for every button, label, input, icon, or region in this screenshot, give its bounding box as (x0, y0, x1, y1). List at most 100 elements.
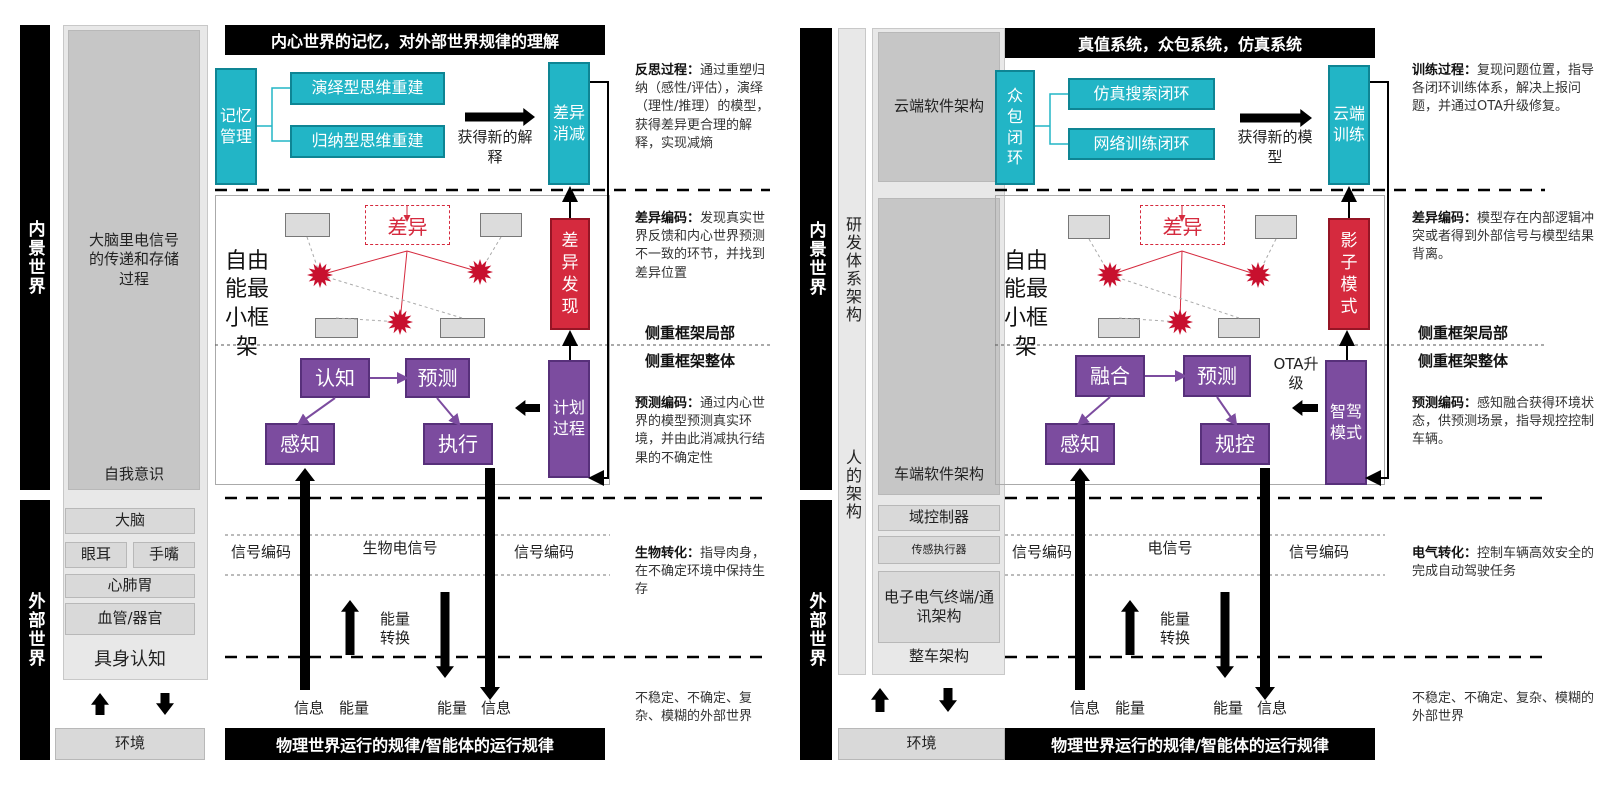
inductive-rebuild-box-text: 归纳型思维重建 (311, 131, 424, 151)
bottom-title: 物理世界运行的规律/智能体的运行规律 (1005, 728, 1375, 760)
info-down-arrow (1255, 468, 1275, 700)
domain-controller-box: 域控制器 (878, 505, 1000, 531)
planning-box-text: 计划过程 (553, 398, 586, 438)
cloud-training-box: 云端训练 (1328, 65, 1370, 185)
human-architecture-label-text: 人的架构 (843, 449, 862, 521)
vehicle-software-box-text: 车端软件架构 (893, 464, 984, 483)
fusion-box-text: 融合 (1090, 364, 1130, 388)
difference-reduction-box-text: 差异消减 (553, 102, 586, 143)
state-box (1255, 215, 1297, 239)
outer-world-label: 外部世界 (20, 500, 50, 760)
note-body: 通过重塑归纳（感性/评估），演绎（理性/推理）的模型，获得差异更合理的解释，实现… (635, 63, 770, 151)
new-explanation-label-text: 获得新的解释 (457, 128, 533, 166)
crowdsourcing-loop-box: 众包闭环 (995, 70, 1035, 185)
cognition-box: 认知 (300, 358, 370, 398)
network-training-loop-box-text: 网络训练闭环 (1093, 133, 1190, 153)
electric-signal-label-text: 电信号 (1147, 539, 1193, 558)
execution-box: 执行 (423, 423, 493, 465)
electric-signal-label: 电信号 (1125, 538, 1215, 560)
vehicle-software-box: 车端软件架构 (878, 198, 1000, 495)
error-star-icon (387, 309, 413, 335)
bio-signal-label: 生物电信号 (345, 538, 455, 560)
gray-connector (1257, 238, 1277, 277)
environment-box-text: 环境 (906, 734, 937, 753)
error-star-icon (1245, 262, 1271, 288)
shadow-mode-box: 影子模式 (1328, 218, 1370, 330)
organ-brain: 大脑 (65, 508, 195, 534)
organ-hands-mouth-text: 手嘴 (148, 545, 179, 564)
organ-vessels: 血管/器官 (65, 603, 195, 635)
gray-connector (318, 273, 463, 319)
purple-connector (296, 397, 336, 426)
global-focus-label: 侧重框架整体 (645, 350, 770, 372)
perception-box: 感知 (1045, 423, 1115, 465)
bottom-title-text: 物理世界运行的规律/智能体的运行规律 (1051, 736, 1329, 755)
outer-world-note: 不稳定、不确定、复杂、模糊的外部世界 (1412, 690, 1597, 750)
control-box: 规控 (1200, 423, 1270, 465)
bottom-energy-label: 能量 (334, 698, 374, 720)
self-awareness-label-text: 自我意识 (103, 465, 164, 484)
execution-box-text: 执行 (438, 432, 478, 456)
embodied-cognition-label: 具身认知 (65, 645, 195, 675)
environment-box: 环境 (55, 728, 205, 760)
perception-box-text: 感知 (280, 432, 320, 456)
red-connector (1109, 250, 1183, 276)
note-title: 差异编码： (1412, 211, 1478, 226)
energy-down-arrow (1216, 592, 1234, 678)
loop-connector (1365, 81, 1389, 486)
error-star-icon (307, 262, 333, 288)
sensor-actuator-box: 传感执行器 (878, 536, 1000, 564)
state-box (1068, 215, 1110, 239)
signal-encoding-left-text: 信号编码 (230, 543, 291, 562)
bottom-energy-label-text: 能量 (1212, 699, 1243, 718)
bottom-energy-label-text: 能量 (338, 699, 369, 718)
outer-world-label-text: 外部世界 (805, 592, 826, 668)
note-title: 预测编码： (1412, 396, 1478, 411)
note-title: 生物转化： (635, 546, 701, 561)
local-focus-label: 侧重框架局部 (645, 322, 770, 344)
outer-world-note-text: 不稳定、不确定、复杂、模糊的外部世界 (1412, 691, 1595, 725)
top-title-text: 内心世界的记忆，对外部世界规律的理解 (270, 32, 559, 51)
signal-encoding-right: 信号编码 (503, 542, 585, 564)
error-star-icon (1167, 309, 1193, 335)
inner-world-label-text: 内景世界 (24, 219, 45, 296)
prediction-box-text: 预测 (417, 366, 458, 390)
bio-signal-label-text: 生物电信号 (362, 539, 438, 558)
gray-connector (1088, 238, 1112, 277)
cloud-software-box-text: 云端软件架构 (893, 97, 984, 116)
signal-encoding-right-text: 信号编码 (1288, 543, 1349, 562)
note-body: 复现问题位置，指导各闭环训练体系，解决上报问题，并通过OTA升级修复。 (1412, 63, 1595, 115)
organ-eyes-ears-text: 眼耳 (80, 545, 111, 564)
difference-encoding-note: 差异编码：发现真实世界反馈和内心世界预测不一致的环节，并找到差异位置 (635, 210, 770, 310)
bottom-info-label-text: 信息 (293, 699, 324, 718)
fusion-box: 融合 (1075, 355, 1145, 397)
rd-system-label: 研发体系架构 (840, 200, 864, 340)
organ-eyes-ears: 眼耳 (65, 542, 127, 568)
signal-encoding-left: 信号编码 (220, 542, 302, 564)
state-box (440, 318, 485, 338)
feedback-arrow (515, 400, 540, 416)
energy-conversion-label: 能量转换 (376, 606, 414, 652)
purple-connector (1216, 396, 1238, 427)
env-down-arrow (156, 693, 174, 715)
bottom-info-label-text: 信息 (1069, 699, 1100, 718)
deductive-rebuild-box: 演绎型思维重建 (290, 72, 445, 105)
vehicle-architecture-label: 整车架构 (878, 644, 1000, 670)
gray-connector (1108, 273, 1240, 319)
inductive-rebuild-box: 归纳型思维重建 (290, 125, 445, 158)
energy-up-arrow (341, 600, 359, 655)
new-model-label-text: 获得新的模型 (1237, 128, 1313, 166)
error-star-icon (467, 259, 493, 285)
bottom-energy-label: 能量 (432, 698, 472, 720)
bottom-energy-label-text: 能量 (436, 699, 467, 718)
driving-mode-box: 智驾模式 (1325, 360, 1367, 485)
bottom-info-label-text: 信息 (1256, 699, 1287, 718)
note-title: 差异编码： (635, 211, 701, 226)
free-energy-label-text: 自由能最小框架 (1003, 248, 1048, 360)
inner-world-label-text: 内景世界 (805, 221, 826, 297)
difference-discovery-box: 差异发现 (550, 218, 590, 330)
network-training-loop-box: 网络训练闭环 (1068, 128, 1215, 160)
ota-upgrade-label-text: OTA升级 (1273, 354, 1319, 393)
